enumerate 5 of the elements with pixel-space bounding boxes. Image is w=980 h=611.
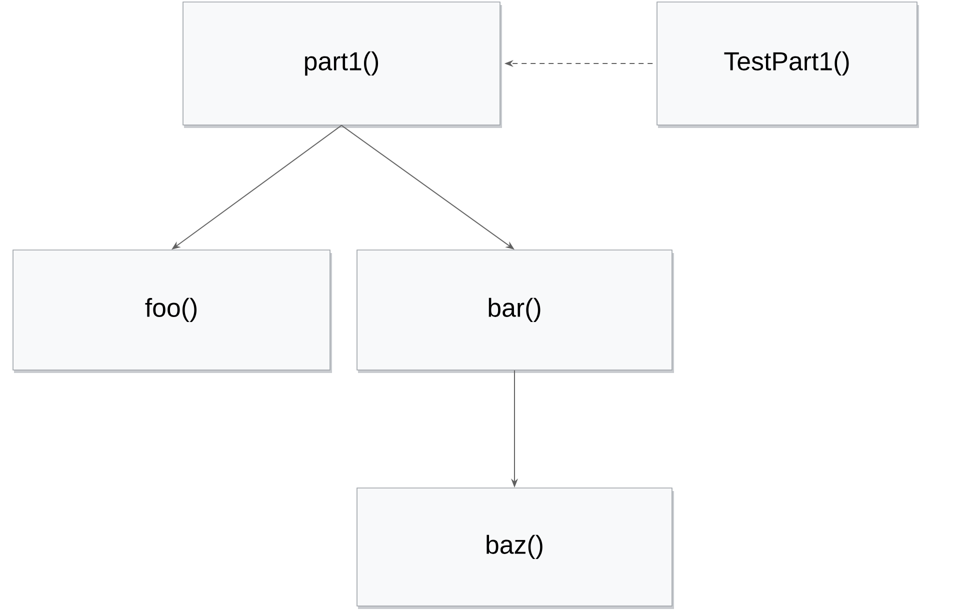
process-box: baz() <box>356 488 674 609</box>
process-box: bar() <box>356 250 674 373</box>
process-box: TestPart1() <box>656 2 919 128</box>
process-box: foo() <box>12 250 332 373</box>
process-box: part1() <box>182 2 502 128</box>
